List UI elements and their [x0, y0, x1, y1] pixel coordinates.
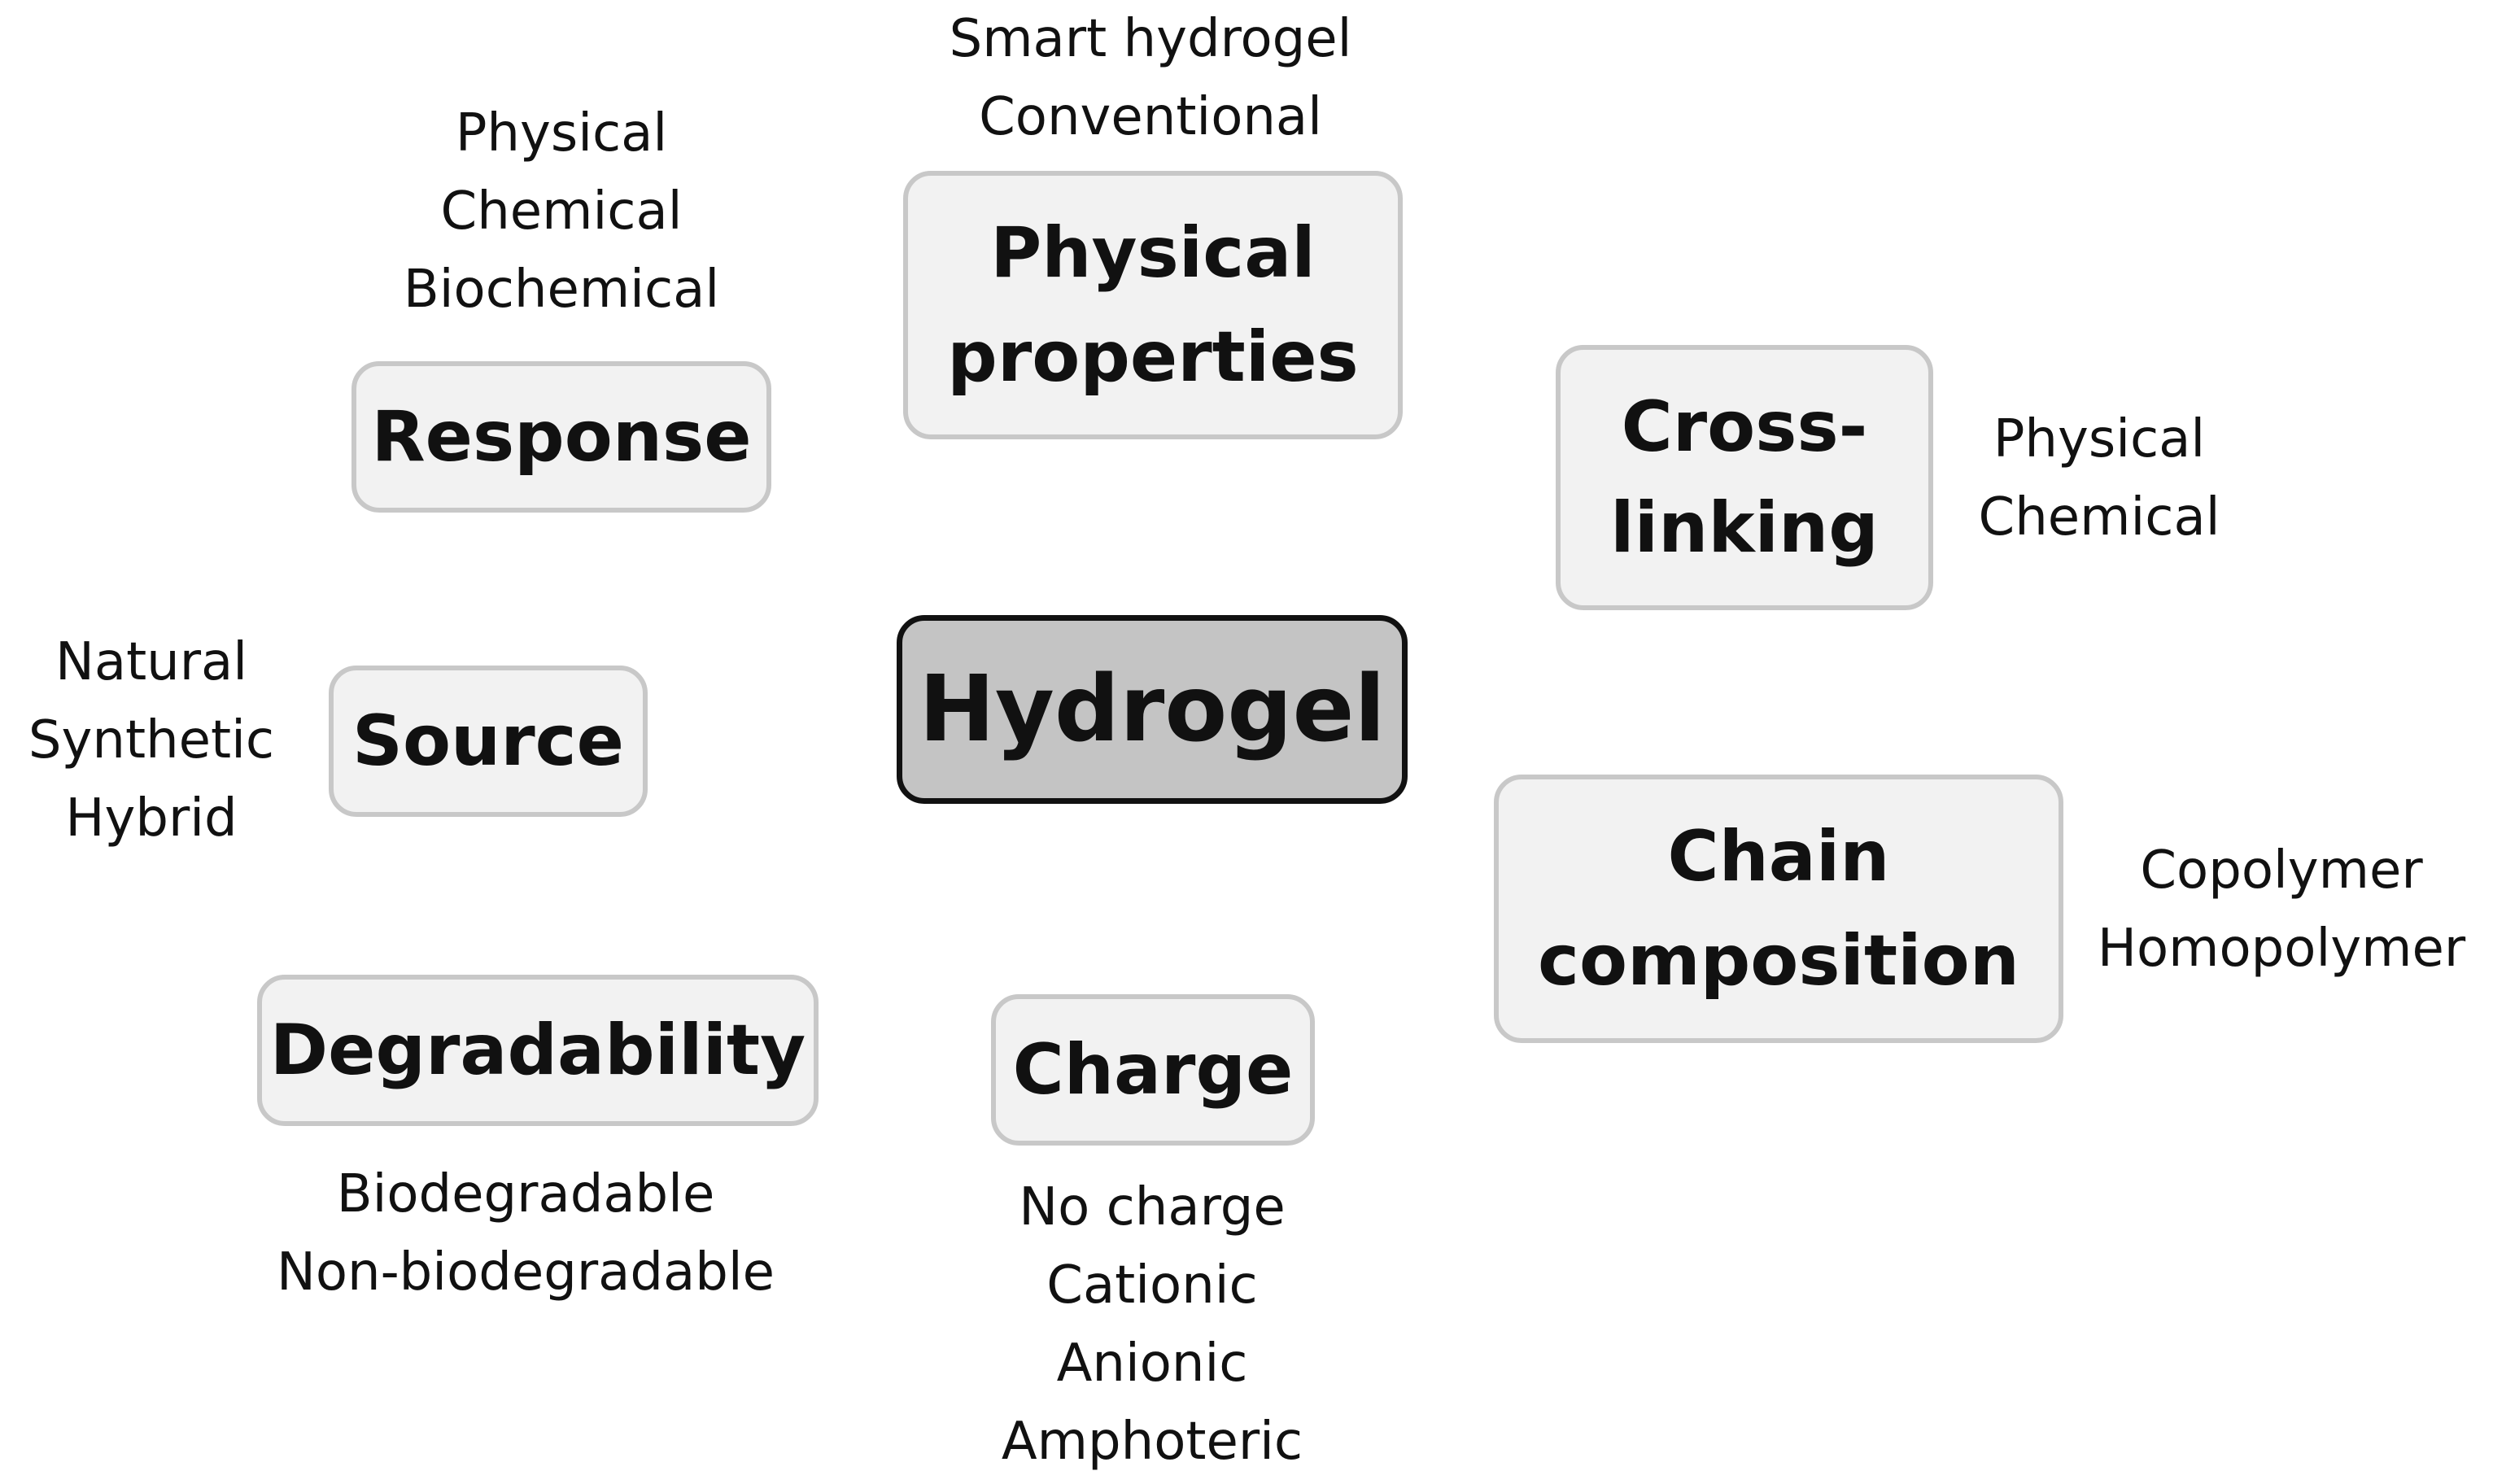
cross-linking-option: Physical: [1993, 409, 2206, 469]
degradability-option: Non-biodegradable: [276, 1242, 775, 1303]
cross-linking-label: Cross-: [1621, 386, 1868, 468]
cross-linking-label: linking: [1610, 487, 1879, 569]
physical-properties-option: Conventional: [979, 87, 1322, 147]
hydrogel-center-node: Hydrogel: [897, 615, 1408, 804]
degradability-options: Biodegradable Non-biodegradable: [241, 1155, 810, 1312]
physical-properties-node: Physical properties: [903, 171, 1403, 439]
source-option: Synthetic: [28, 710, 275, 770]
cross-linking-options: Physical Chemical: [1936, 400, 2262, 556]
source-node: Source: [329, 666, 648, 817]
physical-properties-options: Smart hydrogel Conventional: [866, 0, 1435, 156]
source-option: Natural: [55, 632, 248, 692]
hydrogel-center-label: Hydrogel: [919, 657, 1386, 762]
charge-label: Charge: [1012, 1028, 1294, 1111]
chain-composition-node: Chain composition: [1494, 775, 2063, 1043]
chain-composition-options: Copolymer Homopolymer: [2070, 831, 2493, 988]
source-options: Natural Synthetic Hybrid: [5, 623, 298, 858]
charge-option: Amphoteric: [1001, 1412, 1303, 1472]
degradability-node: Degradability: [257, 975, 819, 1126]
source-option: Hybrid: [65, 788, 238, 849]
chain-composition-option: Copolymer: [2140, 840, 2423, 901]
cross-linking-node: Cross- linking: [1556, 345, 1933, 610]
response-option: Chemical: [440, 181, 683, 242]
physical-properties-label: Physical: [990, 212, 1316, 294]
degradability-label: Degradability: [269, 1009, 806, 1091]
physical-properties-option: Smart hydrogel: [949, 9, 1352, 69]
charge-option: Anionic: [1056, 1333, 1248, 1394]
source-label: Source: [352, 700, 624, 782]
charge-option: No charge: [1019, 1177, 1286, 1237]
response-label: Response: [371, 395, 752, 478]
cross-linking-option: Chemical: [1978, 487, 2220, 548]
physical-properties-label: properties: [947, 316, 1359, 398]
charge-option: Cationic: [1046, 1255, 1258, 1316]
chain-composition-option: Homopolymer: [2097, 919, 2466, 979]
charge-options: No charge Cationic Anionic Amphoteric: [908, 1168, 1396, 1481]
chain-composition-label: Chain: [1667, 816, 1890, 897]
chain-composition-label: composition: [1538, 920, 2019, 1002]
charge-node: Charge: [991, 994, 1315, 1146]
degradability-option: Biodegradable: [336, 1164, 715, 1224]
response-node: Response: [351, 361, 771, 513]
response-option: Biochemical: [403, 260, 720, 320]
response-option: Physical: [455, 103, 668, 164]
response-options: Physical Chemical Biochemical: [309, 94, 814, 329]
